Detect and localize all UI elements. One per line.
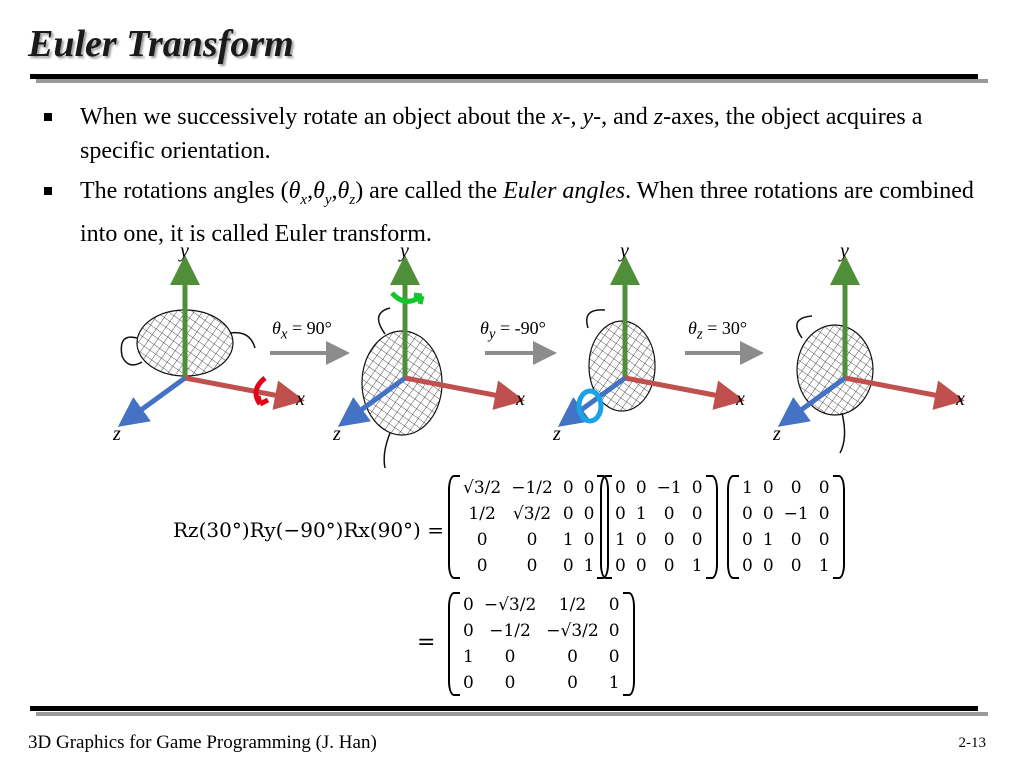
- rotate-z-icon: [576, 388, 604, 424]
- rotate-x-icon: [253, 376, 270, 407]
- footer-course-title: 3D Graphics for Game Programming (J. Han…: [28, 732, 377, 753]
- x-axis-arrow: [844, 375, 965, 410]
- bullet-text: The rotations angles (θx,θy,θz) are call…: [80, 178, 974, 247]
- title-rule: [30, 74, 978, 79]
- bullet-text: When we successively rotate an object ab…: [80, 104, 923, 164]
- z-axis-label: z: [113, 423, 121, 445]
- y-axis-label: y: [400, 240, 409, 262]
- square-bullet-icon: [44, 187, 52, 195]
- bullet-item: The rotations angles (θx,θy,θz) are call…: [42, 174, 992, 251]
- square-bullet-icon: [44, 113, 52, 121]
- x-axis-label: x: [736, 388, 745, 410]
- bullet-item: When we successively rotate an object ab…: [42, 100, 992, 168]
- step-label-theta-z: θz = 30°: [688, 318, 748, 343]
- x-axis-arrow: [404, 375, 525, 410]
- teapot-icon: [588, 320, 656, 412]
- x-axis-arrow: [184, 375, 305, 410]
- z-axis-arrow: [337, 375, 407, 427]
- y-axis-label: y: [840, 240, 849, 262]
- x-axis-arrow: [624, 375, 745, 410]
- teapot-panel-after-y: [557, 255, 745, 427]
- x-axis-label: x: [956, 388, 965, 410]
- figure-drawing: [117, 255, 965, 469]
- page-number: 2-13: [958, 735, 987, 751]
- equation-lhs: Rz(30°)Ry(−90°)Rx(90°) =: [173, 518, 444, 542]
- z-axis-label: z: [553, 423, 561, 445]
- y-axis-label: y: [620, 240, 629, 262]
- teapot-panel-after-x: [337, 255, 525, 469]
- teapot-panel-final: [777, 255, 965, 454]
- z-axis-arrow: [777, 375, 847, 427]
- step-label-theta-y: θy = -90°: [480, 318, 546, 343]
- rotate-y-icon: [390, 291, 425, 305]
- footer-rule: [30, 706, 978, 711]
- z-axis-label: z: [333, 423, 341, 445]
- step-label-theta-x: θx = 90°: [272, 318, 332, 343]
- slide-title: Euler Transform: [28, 23, 294, 65]
- y-axis-label: y: [180, 240, 189, 262]
- teapot-icon: [796, 324, 874, 416]
- euler-rotation-figure: y x z y x z y x z y x z θx = 90° θy = -9…: [100, 238, 990, 474]
- teapot-panel-original: [117, 255, 305, 427]
- bullet-list: When we successively rotate an object ab…: [42, 100, 992, 257]
- x-axis-label: x: [516, 388, 525, 410]
- equals-sign: =: [417, 630, 436, 655]
- footer-rule-shadow: [36, 712, 988, 716]
- z-axis-arrow: [117, 375, 187, 427]
- z-axis-label: z: [773, 423, 781, 445]
- title-rule-shadow: [36, 79, 988, 83]
- x-axis-label: x: [296, 388, 305, 410]
